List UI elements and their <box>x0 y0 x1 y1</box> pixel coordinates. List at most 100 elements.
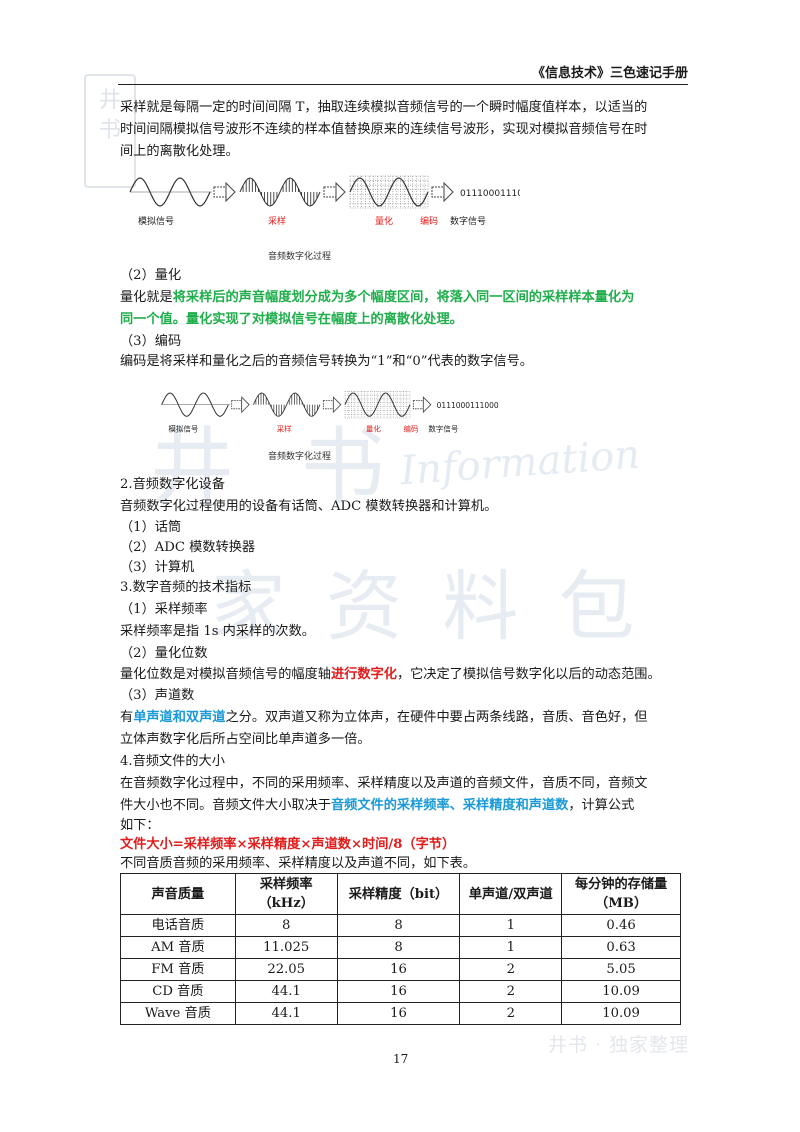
table-header-cell: 采样精度（bit） <box>336 873 461 915</box>
page-header: 《信息技术》三色速记手册 <box>118 60 688 85</box>
digitization-diagram-2: 0111000111000 模拟信号 采样 量化 编码数字信号 <box>161 391 499 433</box>
depth-pre: 量化位数是对模拟音频信号的幅度轴 <box>120 667 331 682</box>
encode-label: 编码 <box>420 215 438 227</box>
quantize-label: 量化 <box>366 423 381 433</box>
quantization-line-1: 量化就是将采样后的声音幅度划分成为多个幅度区间，将落入同一区间的采样样本量化为 <box>120 288 634 308</box>
watermark-footer: 井书 · 独家整理 <box>548 1034 690 1056</box>
table-cell: 16 <box>336 1002 461 1025</box>
digital-label: 数字信号 <box>450 215 486 227</box>
table-cell: 8 <box>336 914 461 937</box>
filesize-line-2-pre: 件大小也不同。音频文件大小取决于 <box>120 798 331 813</box>
channel-heading: （3）声道数 <box>120 688 195 703</box>
table-cell: 22.05 <box>234 958 338 981</box>
table-cell: 电话音质 <box>120 914 236 937</box>
filesize-formula: 文件大小=采样频率×采样精度×声道数×时间/8（字节） <box>120 837 456 852</box>
bit-string: 0111000111000 <box>437 401 499 410</box>
table-cell: 8 <box>336 936 461 959</box>
watermark-logo: 井 书 <box>84 74 136 188</box>
table-cell: CD 音质 <box>120 980 236 1003</box>
sampled-wave <box>239 177 321 207</box>
sample-label: 采样 <box>277 423 292 433</box>
table-cell: 10.09 <box>561 980 681 1003</box>
devices-item-3: （3）计算机 <box>120 560 195 575</box>
channel-text-2: 立体声数字化后所占空间比单声道多一倍。 <box>120 732 371 747</box>
indicators-heading: 3.数字音频的技术指标 <box>120 580 252 595</box>
table-row: FM 音质 22.05 16 2 5.05 <box>120 958 681 981</box>
depth-heading: （2）量化位数 <box>120 646 208 661</box>
table-header-cell: 单声道/双声道 <box>459 873 563 915</box>
rate-heading: （1）采样频率 <box>120 602 208 617</box>
arrow-icon <box>213 186 227 198</box>
arrow-icon <box>412 400 424 410</box>
table-header-cell: 采样频率（kHz） <box>234 873 338 915</box>
table-cell: 11.025 <box>234 936 338 959</box>
table-cell: 44.1 <box>234 1002 338 1025</box>
watermark-logo-bottom: 书 <box>98 118 121 143</box>
sampled-wave <box>252 392 321 417</box>
depth-post: ，它决定了模拟信号数字化以后的动态范围。 <box>396 667 661 682</box>
devices-item-2: （2）ADC 模数转换器 <box>120 540 256 555</box>
table-cell: 0.46 <box>561 914 681 937</box>
encode-label: 编码 <box>403 423 418 433</box>
table-cell: 10.09 <box>561 1002 681 1025</box>
table-row: AM 音质 11.025 8 1 0.63 <box>120 936 681 959</box>
table-cell: 2 <box>459 980 563 1003</box>
depth-highlight: 进行数字化 <box>331 667 397 682</box>
figure-2-caption: 音频数字化过程 <box>268 452 332 462</box>
quantized-wave <box>344 392 411 417</box>
watermark-information: Information <box>398 431 642 495</box>
arrow-icon <box>231 400 243 410</box>
arrow-icon <box>323 186 337 198</box>
quantization-highlight-1: 将采样后的声音幅度划分成为多个幅度区间，将落入同一区间的采样样本量化为 <box>172 290 635 305</box>
sampling-line-2: 时间间隔模拟信号波形不连续的样本值替换原来的连续信号波形，实现对模拟音频信号在时 <box>120 122 648 137</box>
table-row: Wave 音质 44.1 16 2 10.09 <box>120 1002 681 1025</box>
arrow-head-icon <box>335 181 346 203</box>
watermark-logo-top: 井 <box>98 88 121 113</box>
devices-line-1: 音频数字化过程使用的设备有话筒、ADC 模数转换器和计算机。 <box>120 499 498 514</box>
table-row: CD 音质 44.1 16 2 10.09 <box>120 980 681 1003</box>
sampling-line-3: 间上的离散化处理。 <box>120 144 239 159</box>
filesize-line-3: 如下： <box>120 818 160 833</box>
table-cell: AM 音质 <box>120 936 236 959</box>
filesize-highlight: 音频文件的采样频率、采样精度和声道数 <box>331 798 569 813</box>
bit-string: 0111000111000 <box>460 189 520 199</box>
rate-text: 采样频率是指 1s 内采样的次数。 <box>120 624 315 639</box>
table-header-cell: 声音质量 <box>120 873 236 915</box>
depth-text: 量化位数是对模拟音频信号的幅度轴进行数字化，它决定了模拟信号数字化以后的动态范围… <box>120 665 661 685</box>
channel-pre: 有 <box>120 710 134 725</box>
analog-label: 模拟信号 <box>138 215 174 227</box>
arrow-head-icon <box>332 396 342 414</box>
table-row: 电话音质 8 8 1 0.46 <box>120 914 681 937</box>
digital-label: 数字信号 <box>428 423 458 433</box>
table-cell: 16 <box>336 958 461 981</box>
encoding-line-1: 编码是将采样和量化之后的音频信号转换为“1”和“0”代表的数字信号。 <box>120 354 533 369</box>
page-number: 17 <box>393 1052 409 1066</box>
header-title: 《信息技术》三色速记手册 <box>531 66 688 81</box>
sample-label: 采样 <box>268 215 286 227</box>
quantize-label: 量化 <box>375 215 393 227</box>
table-cell: 1 <box>459 914 563 937</box>
table-cell: 8 <box>234 914 338 937</box>
quantization-prefix: 量化就是 <box>120 290 173 305</box>
arrow-head-icon <box>443 181 454 203</box>
table-cell: 44.1 <box>234 980 338 1003</box>
quantization-heading: （2）量化 <box>120 268 182 283</box>
arrow-head-icon <box>422 396 432 414</box>
devices-heading: 2.音频数字化设备 <box>120 477 225 492</box>
channel-post: 之分。双声道又称为立体声，在硬件中要占两条线路，音质、音色好，但 <box>225 710 648 725</box>
arrow-icon <box>431 186 445 198</box>
sampling-line-1: 采样就是每隔一定的时间间隔 T，抽取连续模拟音频信号的一个瞬时幅度值样本，以适当… <box>120 100 648 115</box>
analog-label: 模拟信号 <box>168 423 198 433</box>
digitization-figure-2: 0111000111000 模拟信号 采样 量化 编码数字信号 <box>120 388 520 438</box>
table-cell: 1 <box>459 936 563 959</box>
table-cell: Wave 音质 <box>120 1002 236 1025</box>
quantization-line-2: 同一个值。量化实现了对模拟信号在幅度上的离散化处理。 <box>120 312 463 327</box>
table-cell: 2 <box>459 958 563 981</box>
table-cell: 2 <box>459 1002 563 1025</box>
table-cell: 16 <box>336 980 461 1003</box>
table-intro: 不同音质音频的采用频率、采样精度以及声道不同，如下表。 <box>120 856 477 871</box>
filesize-heading: 4.音频文件的大小 <box>120 754 225 769</box>
audio-quality-table: 声音质量 采样频率（kHz） 采样精度（bit） 单声道/双声道 每分钟的存储量… <box>120 873 681 1025</box>
